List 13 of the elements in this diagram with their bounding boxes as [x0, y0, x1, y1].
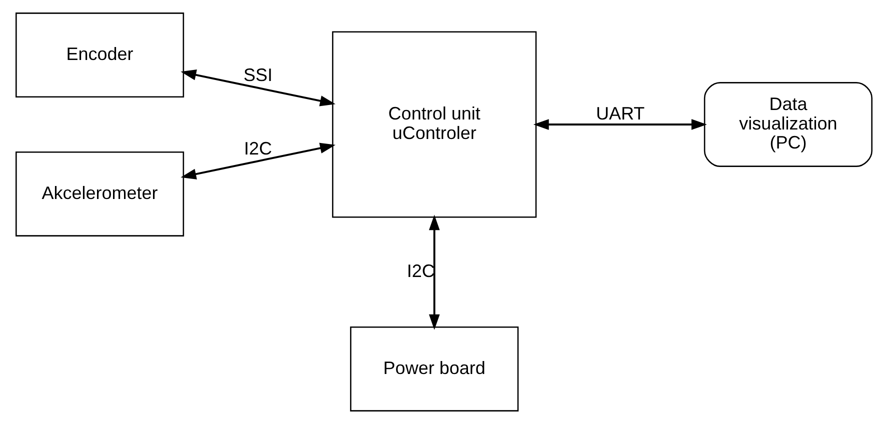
arrow — [180, 70, 335, 106]
arrow — [532, 119, 706, 130]
node-box: Akcelerometer — [15, 152, 184, 236]
node-box: Control unit uControler — [332, 31, 536, 218]
node-box: Encoder — [15, 12, 184, 98]
edge-label: I2C — [406, 260, 434, 281]
edge-label: I2C — [244, 138, 272, 158]
node-box: Power board — [350, 326, 518, 412]
edge-label: SSI — [243, 65, 272, 86]
arrow — [180, 142, 335, 180]
node-box: Data visualization (PC) — [703, 82, 872, 167]
arrow — [428, 214, 440, 330]
edge-label: UART — [595, 104, 644, 124]
